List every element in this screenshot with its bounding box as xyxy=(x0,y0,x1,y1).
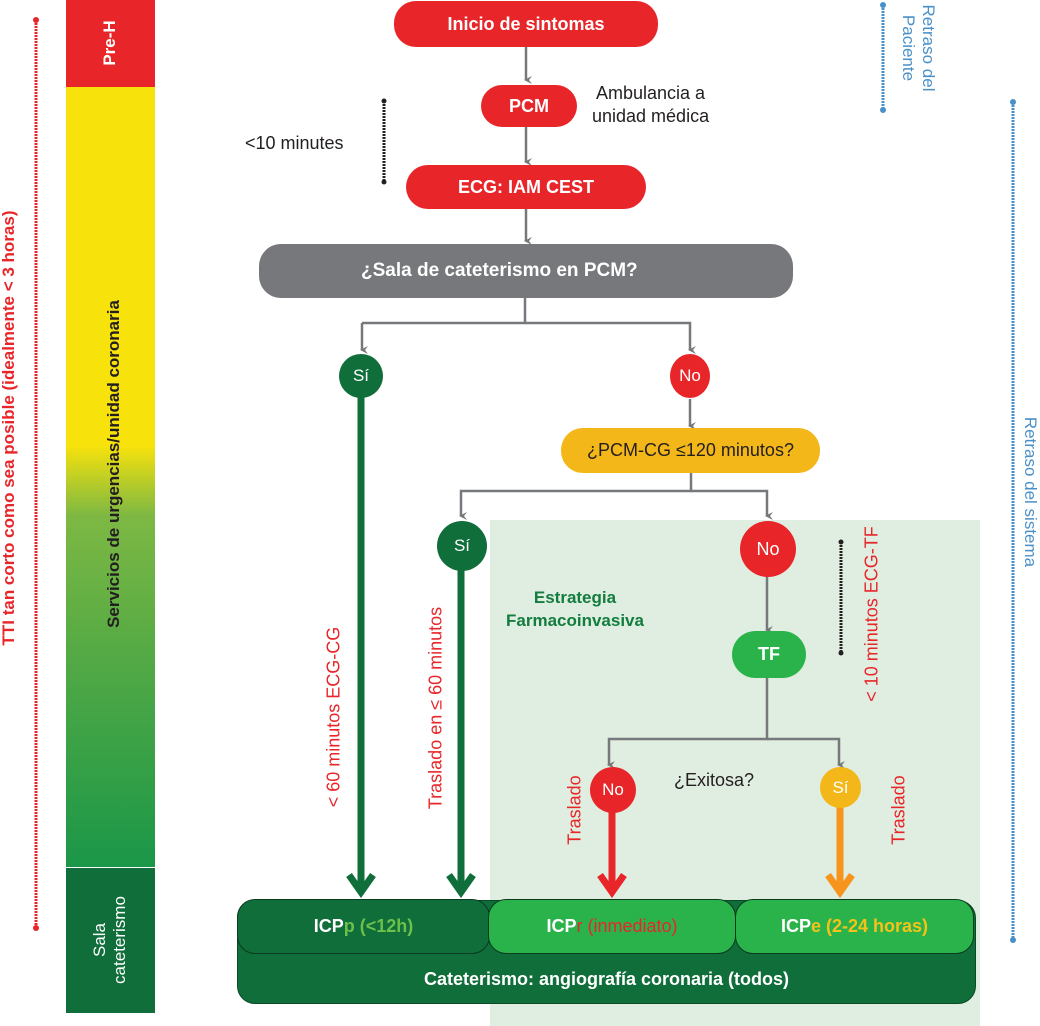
lt60-label: < 60 minutos ECG-CG xyxy=(323,626,344,808)
success-question: ¿Exitosa? xyxy=(674,770,755,790)
ambulance-note: Ambulancia a unidad médica xyxy=(592,83,710,126)
phase-emergency: Servicios de urgencias/unidad coronaria xyxy=(66,87,155,867)
no-node-2: No xyxy=(740,521,796,577)
system-delay-dot-top xyxy=(1010,99,1016,105)
patient-delay-dot-bottom xyxy=(880,107,886,113)
phase-cathlab: Sala cateterismo xyxy=(66,868,155,1013)
phase-prehospital: Pre-H xyxy=(66,0,155,87)
patient-delay-dot-top xyxy=(880,2,886,8)
ten-minutes-note: <10 minutes xyxy=(245,133,344,153)
tf-node: TF xyxy=(732,631,806,678)
branch-tf xyxy=(607,678,769,769)
ecg-node: ECG: IAM CEST xyxy=(406,165,646,209)
pcm-cg-question-node: ¿PCM-CG ≤120 minutos? xyxy=(561,428,820,473)
tti-dot-top xyxy=(33,17,39,23)
branch-120 xyxy=(459,472,693,520)
yes-node-1: Sí xyxy=(339,354,383,398)
no-node-3: No xyxy=(590,767,636,813)
yes-node-2: Sí xyxy=(437,521,487,571)
symptom-onset-node: Inicio de sintomas xyxy=(394,1,658,47)
transfer60-label: Traslado en ≤ 60 minutos xyxy=(425,606,446,810)
system-delay-dot-bottom xyxy=(1010,937,1016,943)
branch-question xyxy=(362,297,527,325)
angiography-label: Cateterismo: angiografía coronaria (todo… xyxy=(423,969,790,989)
pcm-node: PCM xyxy=(481,85,577,127)
tti-dot-bottom xyxy=(33,925,39,931)
strategy-label: Estrategia Farmacoinvasiva xyxy=(506,588,644,630)
cath-lab-question-node: ¿Sala de cateterismo en PCM? xyxy=(259,244,793,298)
transfer-left-label: Traslado xyxy=(564,775,585,845)
no-node-1: No xyxy=(670,354,710,398)
yes-node-3: Sí xyxy=(820,767,861,808)
transfer-right-label: Traslado xyxy=(888,775,909,845)
ecg-tf-label: < 10 minutos ECG-TF xyxy=(861,526,882,702)
